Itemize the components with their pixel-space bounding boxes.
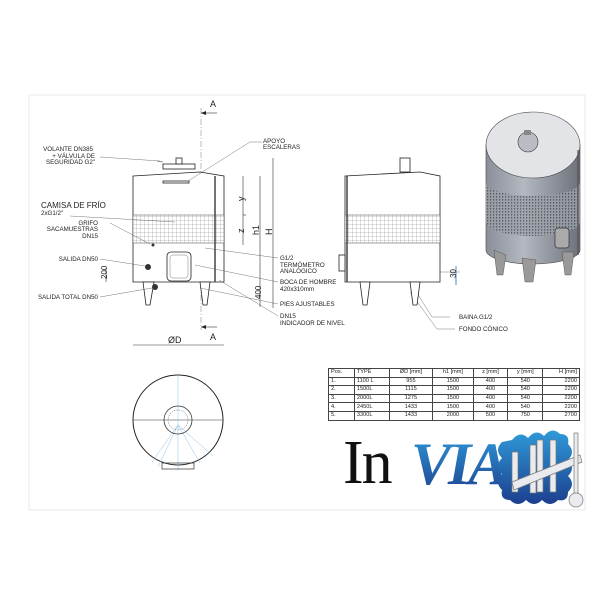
table-cell: 2000L: [353, 393, 390, 404]
table-cell: 3300L: [353, 410, 390, 421]
th-type: TYPE: [353, 368, 390, 378]
logo-via: VIA: [411, 431, 508, 497]
table-cell: 540: [507, 393, 544, 404]
table-cell: 750: [507, 410, 544, 421]
table-cell: 1500L: [353, 385, 390, 395]
table-cell: 1275: [388, 393, 434, 404]
th-z: z [mm]: [472, 368, 509, 378]
th-diameter: ØD [mm]: [388, 368, 434, 378]
table-cell: 1.: [328, 376, 355, 387]
table-cell: 1433: [388, 402, 434, 412]
dim-30: 30: [449, 269, 458, 278]
table-cell: 540: [507, 376, 544, 387]
plan-view: [132, 374, 224, 470]
table-header-row: Pos. TYPE ØD [mm] h1 [mm] z [mm] y [mm] …: [328, 368, 580, 378]
table-cell: 540: [507, 385, 544, 395]
table-cell: 2200: [542, 393, 580, 404]
table-cell: 2700: [542, 410, 580, 421]
section-marker-top: A: [210, 99, 216, 109]
th-y: y [mm]: [507, 368, 544, 378]
specification-table: Pos. TYPE ØD [mm] h1 [mm] z [mm] y [mm] …: [328, 368, 580, 421]
label-salida-total: SALIDA TOTAL DN50: [38, 294, 99, 301]
table-cell: 1100 L: [353, 376, 390, 387]
dim-y: y: [236, 196, 246, 201]
table-cell: 4.: [328, 402, 355, 412]
table-cell: 2000: [432, 410, 474, 421]
label-g12: G1/2: [280, 255, 294, 262]
th-h1: h1 [mm]: [432, 368, 474, 378]
dim-z: z: [236, 228, 246, 233]
table-cell: 1500: [432, 385, 474, 395]
table-cell: 1433: [388, 410, 434, 421]
label-pies: PIES AJUSTABLES: [280, 301, 335, 308]
label-baina: BAINA G1/2: [459, 314, 493, 321]
isometric-view: [485, 111, 581, 283]
table-cell: 400: [472, 402, 509, 412]
table-cell: 540: [507, 402, 544, 412]
table-cell: 1500: [432, 376, 474, 387]
side-view: 30: [338, 157, 460, 306]
label-fondo: FONDO CÓNICO: [459, 326, 508, 333]
table-cell: 1500: [432, 393, 474, 404]
drawing-frame: [28, 94, 586, 511]
table-cell: 400: [472, 385, 509, 395]
table-cell: 2.: [328, 385, 355, 395]
table-cell: 500: [472, 410, 509, 421]
logo-in: In: [343, 429, 393, 497]
table-cell: 955: [388, 376, 434, 387]
table-cell: 3.: [328, 393, 355, 404]
th-pos: Pos.: [328, 368, 355, 378]
table-cell: 2200: [542, 385, 580, 395]
table-cell: 400: [472, 376, 509, 387]
label-camisa-sub: 2xG1/2": [41, 210, 63, 217]
label-salida: SALIDA DN50: [59, 256, 99, 263]
table-cell: 400: [472, 393, 509, 404]
dim-h1: h1: [251, 225, 261, 235]
dim-H: H: [264, 229, 274, 236]
table-cell: 2200: [542, 402, 580, 412]
table-cell: 2450L: [353, 402, 390, 412]
table-cell: 1500: [432, 402, 474, 412]
front-view: A A y z h1 H 200 400 ØD: [100, 99, 274, 346]
th-H: H [mm]: [542, 368, 580, 378]
label-camisa: CAMISA DE FRÍO: [41, 201, 106, 210]
table-cell: 5.: [328, 410, 355, 421]
table-cell: 2200: [542, 376, 580, 387]
dim-200: 200: [100, 265, 109, 279]
table-cell: 1115: [388, 385, 434, 395]
dim-400: 400: [254, 285, 263, 299]
dim-diameter: ØD: [168, 335, 182, 345]
section-marker-bottom: A: [210, 332, 216, 342]
